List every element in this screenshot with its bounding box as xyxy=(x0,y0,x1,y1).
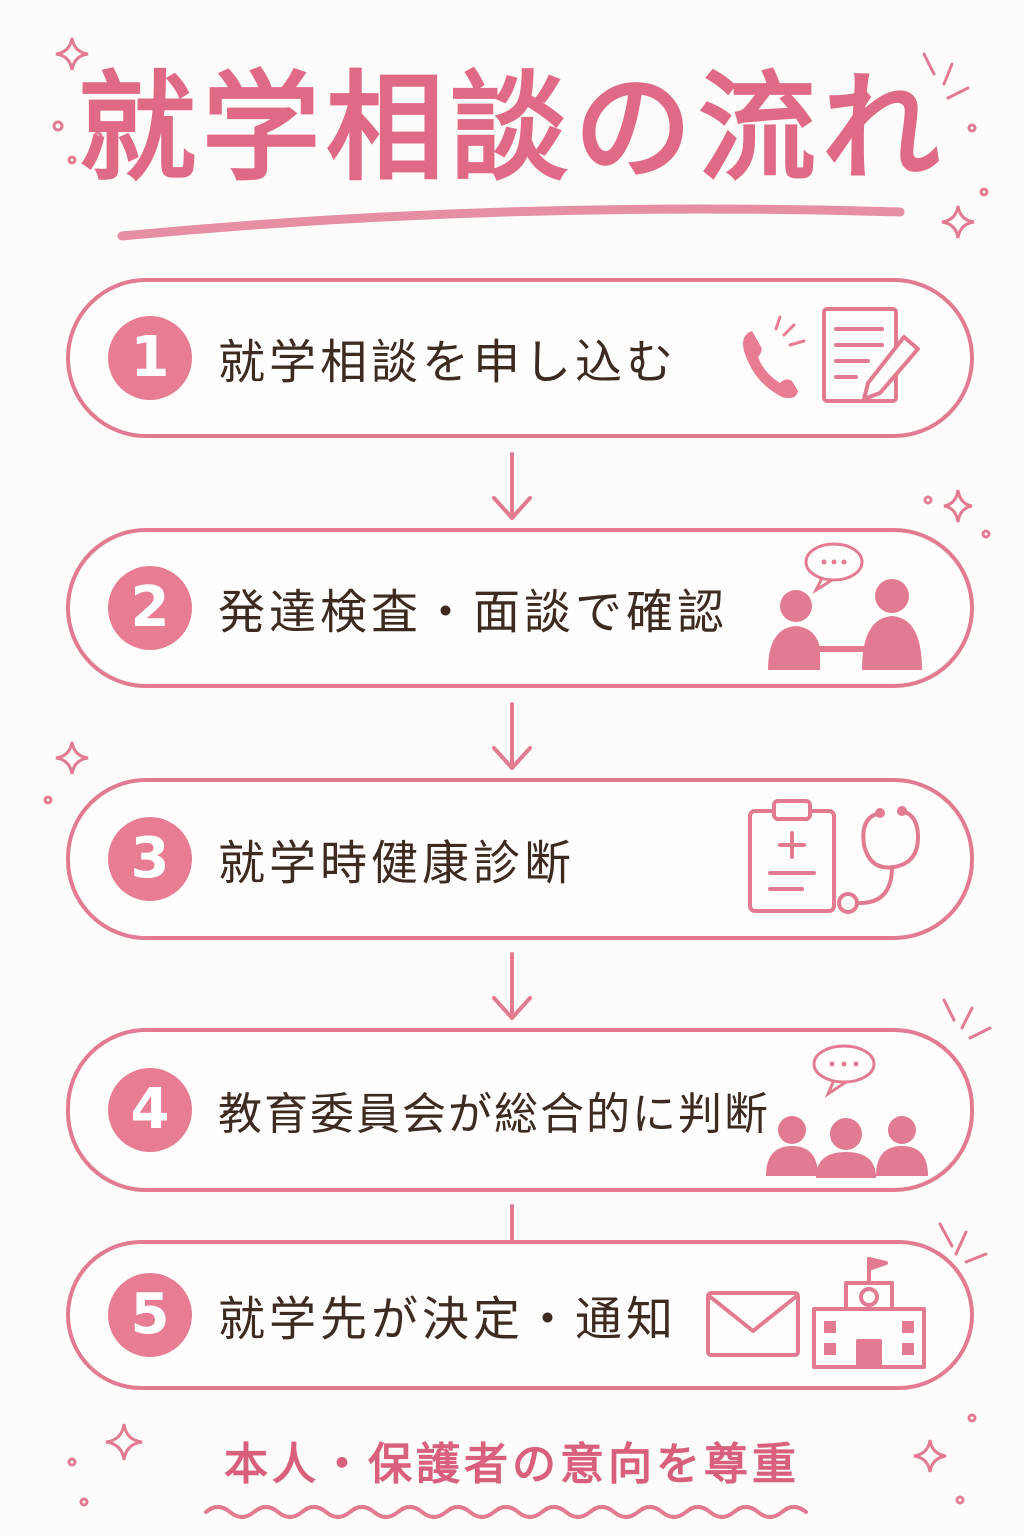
dot-icon xyxy=(52,120,64,132)
step-5: 5 就学先が決定・通知 xyxy=(66,1240,974,1390)
clipboard-medical-icon xyxy=(748,799,836,913)
step-number-badge: 1 xyxy=(108,316,192,400)
step-1: 1 就学相談を申し込む xyxy=(66,278,974,438)
document-pencil-icon xyxy=(822,307,920,403)
dot-icon xyxy=(979,187,989,197)
sparkle-icon xyxy=(55,741,89,775)
step-number-badge: 5 xyxy=(108,1273,192,1357)
arrow-down-icon xyxy=(492,452,532,520)
sparkle-icon xyxy=(913,1439,947,1473)
dot-icon xyxy=(43,795,53,805)
step-2: 2 発達検査・面談で確認 xyxy=(66,528,974,688)
step-label: 発達検査・面談で確認 xyxy=(218,585,728,641)
school-icon xyxy=(812,1257,926,1369)
dot-icon xyxy=(955,1495,965,1505)
footer-underline xyxy=(204,1505,808,1519)
step-3: 3 就学時健康診断 xyxy=(66,778,974,940)
phone-icon xyxy=(743,331,798,399)
sparkle-icon xyxy=(941,205,975,239)
step-2-icons xyxy=(762,538,932,678)
sparkle-icon xyxy=(105,1423,143,1461)
step-label: 就学先が決定・通知 xyxy=(218,1292,677,1348)
envelope-icon xyxy=(706,1291,800,1357)
dot-icon xyxy=(79,1497,89,1507)
arrow-down-icon xyxy=(492,952,532,1020)
stethoscope-icon xyxy=(837,806,921,914)
step-4-icons xyxy=(762,1038,932,1182)
step-label: 就学相談を申し込む xyxy=(218,335,677,391)
sparkle-icon xyxy=(943,489,973,523)
consultation-icon xyxy=(768,542,922,670)
dot-icon xyxy=(67,155,77,165)
dot-icon xyxy=(981,529,991,539)
sparkle-icon xyxy=(55,37,89,71)
dot-icon xyxy=(923,495,933,505)
arrow-down-icon xyxy=(492,702,532,770)
group-meeting-icon xyxy=(766,1044,928,1178)
step-label: 就学時健康診断 xyxy=(218,836,575,892)
step-3-icons xyxy=(742,797,932,921)
step-number-badge: 3 xyxy=(108,817,192,901)
step-1-icons xyxy=(732,301,932,415)
page-title: 就学相談の流れ xyxy=(77,59,946,197)
dot-icon xyxy=(93,131,103,141)
footer-note: 本人・保護者の意向を尊重 xyxy=(224,1439,800,1490)
dot-icon xyxy=(967,1413,977,1423)
step-label: 教育委員会が総合的に判断 xyxy=(218,1089,770,1140)
step-5-icons xyxy=(702,1253,932,1377)
step-number-badge: 2 xyxy=(108,566,192,650)
dot-icon xyxy=(67,1457,77,1467)
dot-icon xyxy=(967,123,977,133)
title-underline xyxy=(117,204,905,241)
step-number-badge: 4 xyxy=(108,1068,192,1152)
step-4: 4 教育委員会が総合的に判断 xyxy=(66,1028,974,1192)
